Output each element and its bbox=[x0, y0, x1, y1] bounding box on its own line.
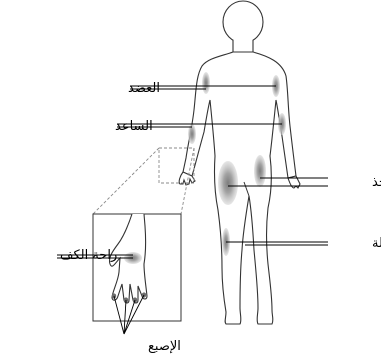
label-palm: راحة الكف bbox=[60, 248, 117, 263]
site-thigh-right bbox=[254, 155, 266, 187]
site-upper-arm-left bbox=[202, 72, 210, 94]
label-thigh: الفخذ bbox=[372, 175, 381, 190]
label-forearm: الساعد bbox=[115, 119, 153, 134]
label-calf: الربلة bbox=[372, 236, 381, 251]
label-upper-arm: العضد bbox=[128, 81, 160, 96]
site-thigh-left bbox=[218, 161, 238, 205]
human-body-figure bbox=[179, 1, 300, 324]
label-finger: الإصبع bbox=[148, 339, 181, 354]
neck bbox=[233, 40, 253, 52]
head bbox=[223, 1, 263, 43]
